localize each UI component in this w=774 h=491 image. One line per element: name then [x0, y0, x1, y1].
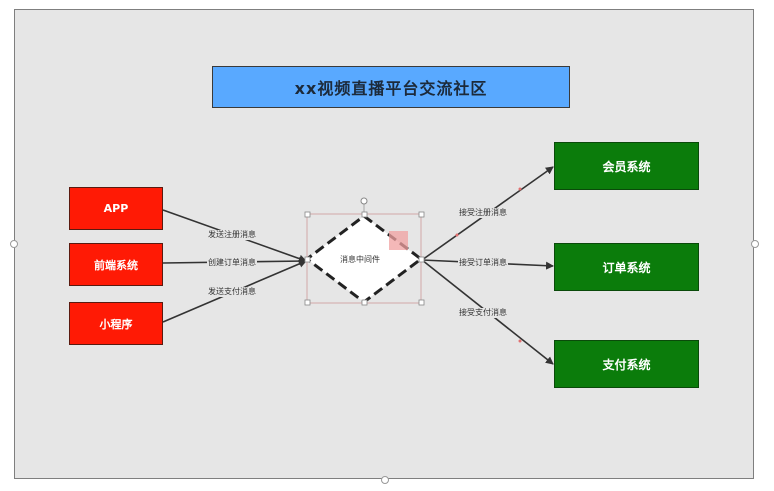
edge-label-register-send: 发送注册消息	[207, 230, 257, 240]
source-node-miniprogram[interactable]: 小程序	[69, 302, 163, 345]
hover-highlight	[389, 231, 408, 250]
edge-label-order-receive: 接受订单消息	[458, 258, 508, 268]
resize-handle-s[interactable]	[361, 299, 368, 306]
resize-handle-e[interactable]	[418, 256, 425, 263]
target-node-member[interactable]: 会员系统	[554, 142, 699, 190]
edge-label-payment-receive: 接受支付消息	[458, 308, 508, 318]
edge-label-payment-send: 发送支付消息	[207, 287, 257, 297]
resize-handle-n[interactable]	[361, 211, 368, 218]
diagram-title[interactable]: xx视频直播平台交流社区	[212, 66, 570, 108]
middleware-label: 消息中间件	[340, 255, 380, 264]
canvas-resize-handle-left[interactable]	[10, 240, 18, 248]
target-node-payment[interactable]: 支付系统	[554, 340, 699, 388]
resize-handle-nw[interactable]	[304, 211, 311, 218]
edge-waypoint-marker	[518, 187, 522, 191]
edge-waypoint-marker	[455, 233, 459, 237]
resize-handle-w[interactable]	[304, 256, 311, 263]
edge-waypoint-marker	[518, 339, 522, 343]
rotate-handle[interactable]	[360, 197, 368, 205]
source-node-app[interactable]: APP	[69, 187, 163, 230]
resize-handle-se[interactable]	[418, 299, 425, 306]
target-node-order[interactable]: 订单系统	[554, 243, 699, 291]
canvas-resize-handle-bottom[interactable]	[381, 476, 389, 484]
edge-label-register-receive: 接受注册消息	[458, 208, 508, 218]
resize-handle-sw[interactable]	[304, 299, 311, 306]
resize-handle-ne[interactable]	[418, 211, 425, 218]
source-node-frontend[interactable]: 前端系统	[69, 243, 163, 286]
canvas-resize-handle-right[interactable]	[751, 240, 759, 248]
edge-label-order-create: 创建订单消息	[207, 258, 257, 268]
